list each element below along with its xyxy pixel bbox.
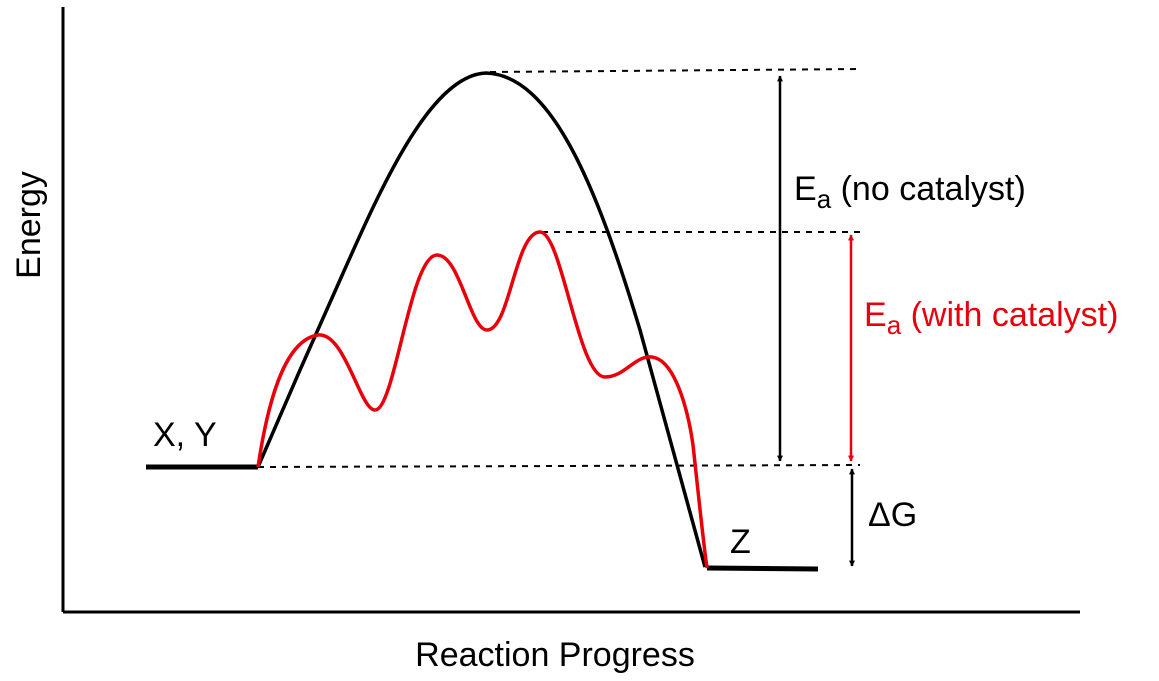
- reactants-label: X, Y: [153, 416, 217, 454]
- ea-with-catalyst-subscript: a: [887, 310, 902, 340]
- reactant-guide: [257, 464, 861, 468]
- ea-with-catalyst-text: (with catalyst): [901, 296, 1118, 334]
- ea-no-catalyst-label: Ea (no catalyst): [794, 170, 1026, 214]
- ea-no-catalyst-subscript: a: [817, 184, 832, 214]
- product-level: [706, 565, 819, 572]
- product-label: Z: [730, 523, 751, 561]
- ea-with-catalyst-symbol: E: [864, 296, 887, 334]
- catalyzed-curve: [256, 230, 709, 569]
- ea-no-catalyst-symbol: E: [794, 170, 817, 208]
- y-axis-label: Energy: [10, 171, 48, 279]
- ea-with-catalyst-label: Ea (with catalyst): [864, 296, 1118, 340]
- x-axis-label: Reaction Progress: [415, 636, 695, 674]
- delta-g-label: ΔG: [868, 496, 917, 534]
- uncatalyzed-curve: [256, 71, 707, 568]
- ea-no-catalyst-text: (no catalyst): [831, 170, 1026, 208]
- uncatalyzed-peak-guide: [489, 68, 861, 73]
